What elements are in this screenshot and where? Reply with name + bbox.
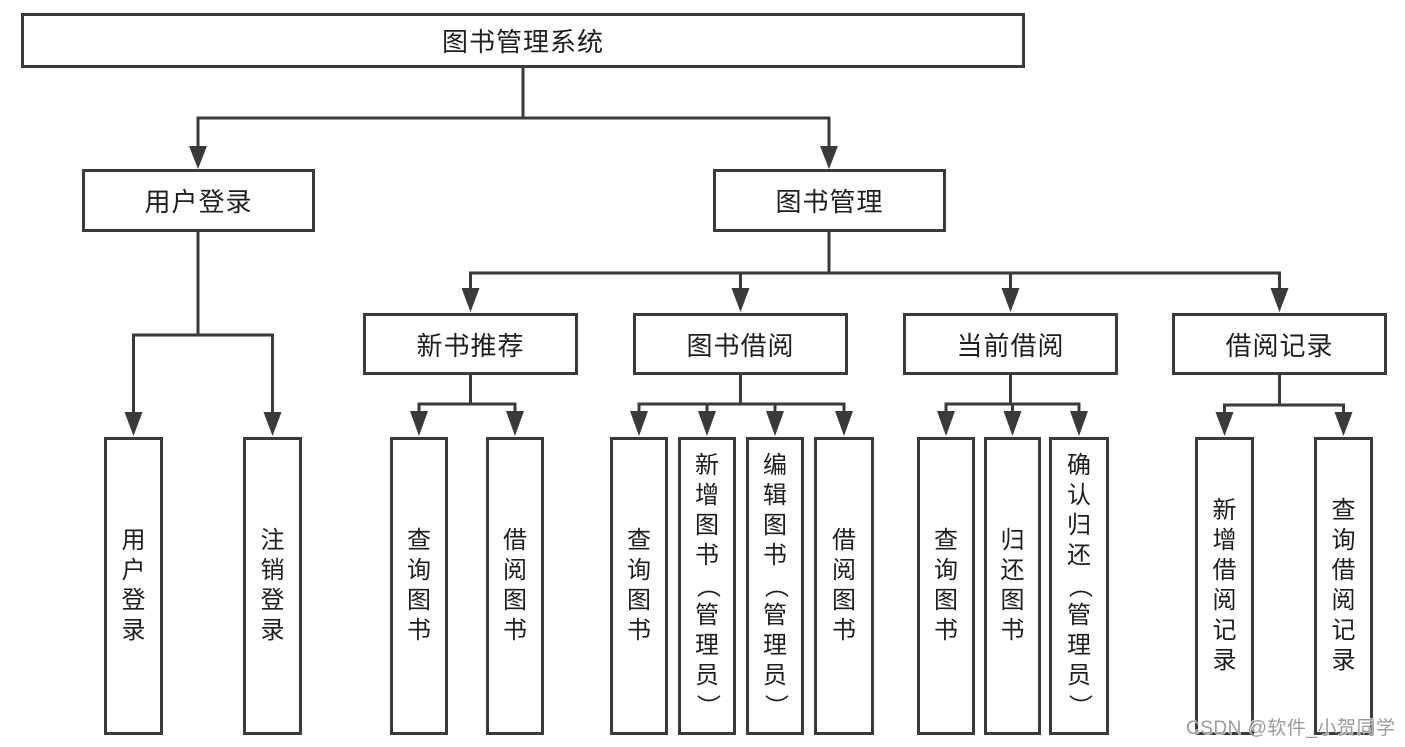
arrowhead [124, 412, 143, 436]
leaf-nb-borrow-books: 借阅图书 [486, 437, 544, 735]
node-book-management: 图书管理 [713, 169, 946, 232]
arrowhead [630, 411, 648, 436]
arrowhead [189, 146, 207, 169]
arrowhead [506, 411, 524, 436]
arrowhead [1270, 288, 1289, 312]
arrowhead [410, 411, 428, 436]
leaf-bb-add-books-admin: 新增图书（管理员） [678, 437, 736, 735]
node-new-book-recommend: 新书推荐 [363, 313, 578, 375]
leaf-logout: 注销登录 [243, 437, 302, 735]
leaf-cb-confirm-return-admin: 确认归还（管理员） [1049, 437, 1109, 735]
node-current-borrowing: 当前借阅 [903, 313, 1118, 375]
arrowhead [461, 288, 480, 312]
leaf-bb-borrow-books: 借阅图书 [814, 437, 874, 735]
arrowhead [937, 411, 955, 436]
node-root: 图书管理系统 [21, 13, 1025, 68]
node-book-borrowing: 图书借阅 [633, 313, 848, 375]
arrowhead [835, 411, 853, 436]
leaf-cb-query-books: 查询图书 [917, 437, 975, 735]
arrowhead [731, 288, 750, 312]
arrowhead [263, 412, 282, 436]
arrowhead [766, 411, 784, 436]
leaf-br-add-record: 新增借阅记录 [1195, 437, 1254, 735]
node-user-login: 用户登录 [82, 169, 315, 232]
arrowhead [1001, 288, 1020, 312]
arrowhead [1334, 412, 1353, 436]
arrowhead [1215, 412, 1234, 436]
leaf-bb-edit-books-admin: 编辑图书（管理员） [746, 437, 804, 735]
node-borrowing-records: 借阅记录 [1172, 313, 1387, 375]
arrowhead [820, 146, 838, 169]
leaf-bb-query-books: 查询图书 [610, 437, 668, 735]
leaf-br-query-record: 查询借阅记录 [1314, 437, 1373, 735]
watermark-text: CSDN @软件_小贺同学 [1186, 718, 1396, 739]
leaf-cb-return-books: 归还图书 [984, 437, 1041, 735]
arrowhead [698, 411, 716, 436]
leaf-user-login: 用户登录 [104, 437, 163, 735]
leaf-nb-query-books: 查询图书 [390, 437, 448, 735]
arrowhead [1003, 411, 1022, 436]
arrowhead [1070, 411, 1088, 436]
